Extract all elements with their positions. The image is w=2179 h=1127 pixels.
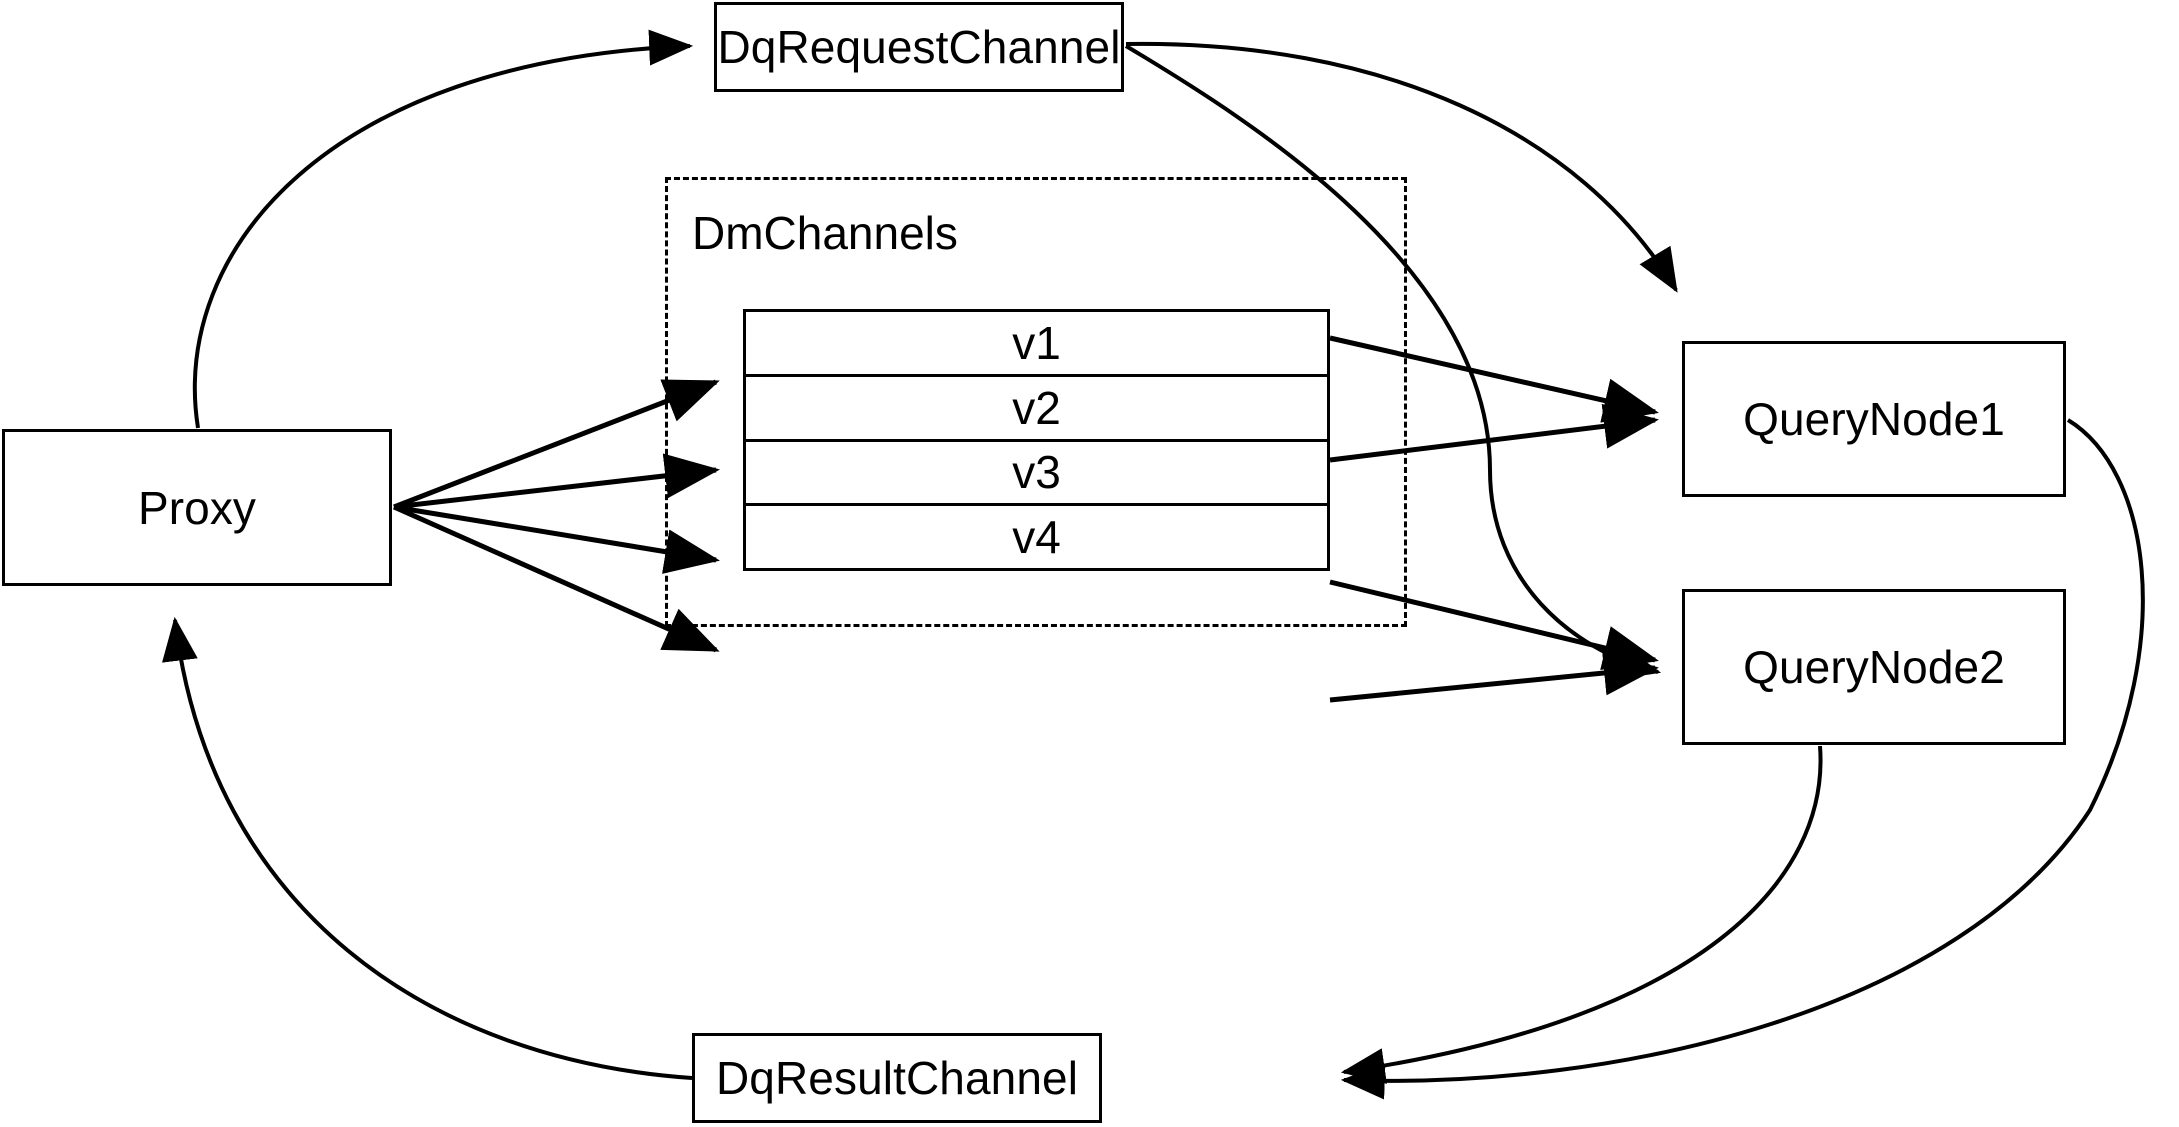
vchannel-label-v4: v4	[1012, 511, 1061, 564]
node-proxy-label: Proxy	[137, 481, 257, 534]
node-query-node-1[interactable]: QueryNode1	[1682, 341, 2066, 497]
edge-querynode2-to-dqresultchannel	[1340, 745, 1823, 1084]
vchannel-label-v1: v1	[1012, 316, 1061, 369]
node-query-node-2[interactable]: QueryNode2	[1682, 589, 2066, 745]
node-dq-request-channel-label: DqRequestChannel	[717, 21, 1121, 73]
vchannel-row-v4[interactable]: v4	[746, 506, 1327, 568]
vchannel-row-v2[interactable]: v2	[746, 377, 1327, 442]
vchannel-row-v1[interactable]: v1	[746, 312, 1327, 377]
group-dmchannels-label: DmChannels	[692, 207, 958, 259]
node-query-node-2-label: QueryNode2	[1743, 641, 2005, 693]
edge-dqresultchannel-to-proxy	[162, 616, 693, 1080]
edge-v4-to-querynode2-line	[1329, 650, 1659, 703]
vchannel-label-v2: v2	[1012, 381, 1061, 434]
vchannel-row-v3[interactable]: v3	[746, 442, 1327, 507]
node-query-node-1-label: QueryNode1	[1743, 393, 2005, 445]
node-dq-result-channel-label: DqResultChannel	[715, 1052, 1079, 1104]
node-dq-result-channel[interactable]: DqResultChannel	[692, 1033, 1102, 1123]
node-proxy[interactable]: Proxy	[2, 429, 392, 586]
node-dq-request-channel[interactable]: DqRequestChannel	[714, 2, 1124, 92]
vchannel-stack: v1 v2 v3 v4	[743, 309, 1330, 571]
edge-proxy-to-dqrequestchannel	[192, 29, 694, 429]
edge-querynode1-to-dqresultchannel	[1340, 418, 2145, 1100]
vchannel-label-v3: v3	[1012, 446, 1061, 499]
